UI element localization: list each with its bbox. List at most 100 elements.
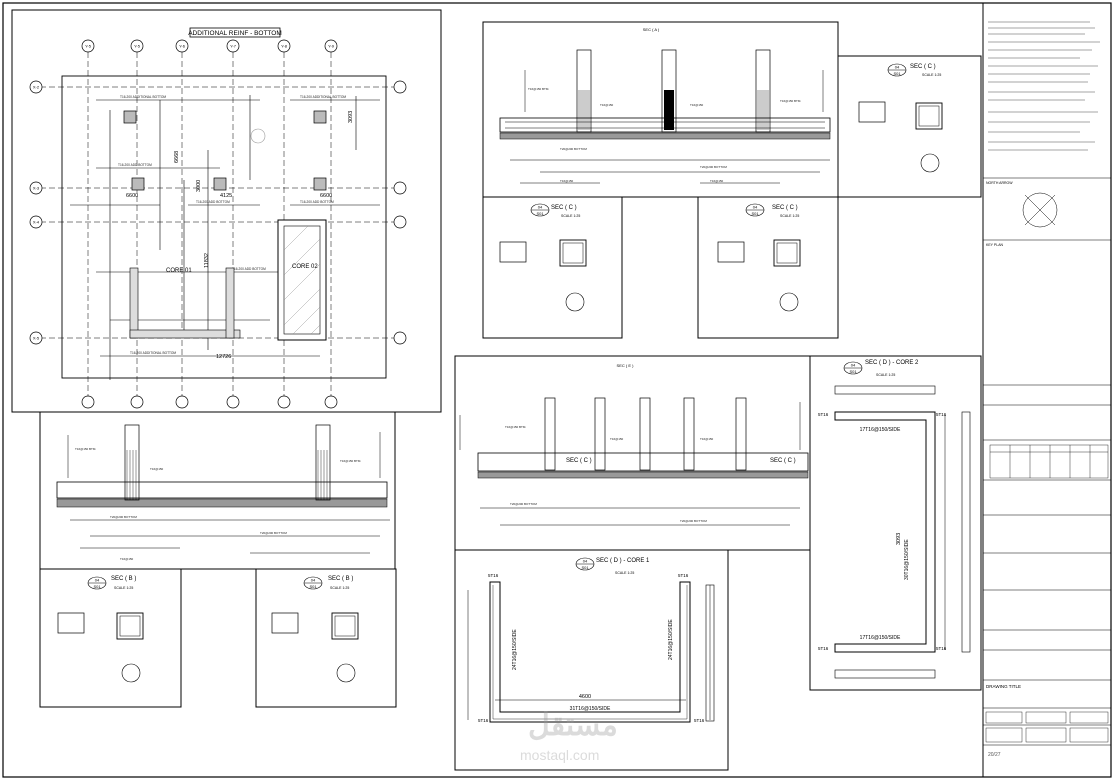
sec-c-detail-2: 04 S01 SEC ( C ) SCALE 1:25 — [482, 196, 623, 339]
sec-b-title: SEC ( B ) — [328, 576, 353, 582]
svg-text:SCALE 1:25: SCALE 1:25 — [876, 373, 895, 377]
svg-text:T16-200 ADD BOTTOM: T16-200 ADD BOTTOM — [118, 163, 152, 167]
core2-bar-side: 30T16@150/SIDE — [904, 539, 910, 580]
core1-corner: 5T16 — [678, 573, 689, 578]
watermark-url: mostaql.com — [520, 747, 599, 763]
sec-c-title: SEC ( C ) — [910, 64, 936, 70]
dim-v1: 6668 — [174, 151, 180, 163]
core2-bar-bottom: 17T16@150/SIDE — [860, 635, 901, 641]
core1-corner: 5T16 — [694, 718, 705, 723]
sec-c-title: SEC ( C ) — [772, 205, 798, 211]
dim-v2: 3000 — [196, 180, 202, 192]
sec-d-core2-title: SEC ( D ) - CORE 2 — [865, 360, 919, 366]
core1-bar-side: 24T16@150/SIDE — [512, 629, 518, 670]
core1-corner: 5T16 — [488, 573, 499, 578]
watermark: مستقل mostaql.com — [520, 709, 618, 763]
svg-text:T16@150: T16@150 — [120, 557, 134, 561]
plan-title: ADDITIONAL REINF - BOTTOM — [188, 30, 282, 37]
svg-text:T16@150: T16@150 — [700, 437, 714, 441]
grid-label: Y-9 — [328, 44, 335, 49]
svg-text:T16@150: T16@150 — [560, 179, 574, 183]
elevation-left: T16@150 BTM. T16@150 T16@150 BTM. T20@200 … — [39, 411, 396, 570]
svg-text:S01: S01 — [309, 584, 317, 589]
sec-c-detail-1: 04 S01 SEC ( C ) SCALE 1:25 — [837, 55, 982, 198]
svg-text:SCALE 1:25: SCALE 1:25 — [330, 586, 349, 590]
svg-text:04: 04 — [311, 578, 316, 583]
svg-text:SCALE 1:25: SCALE 1:25 — [561, 214, 580, 218]
svg-text:S01: S01 — [93, 584, 101, 589]
core2-label: CORE 02 — [292, 264, 318, 270]
sec-c-tag: SEC ( C ) — [566, 458, 592, 464]
svg-text:04: 04 — [583, 559, 588, 564]
svg-text:S01: S01 — [893, 71, 901, 76]
svg-text:S01: S01 — [536, 211, 544, 216]
core1-bar-top: 31T16@150/SIDE — [570, 706, 611, 712]
svg-text:T16@150 BTM.: T16@150 BTM. — [780, 99, 801, 103]
grid-label: Y-7 — [230, 44, 237, 49]
north-arrow-label: NORTH ARROW — [986, 181, 1013, 185]
svg-text:T20@200 BOTTOM: T20@200 BOTTOM — [110, 515, 137, 519]
page-number: 20/27 — [988, 752, 1001, 758]
grid-label: Y-5 — [134, 44, 141, 49]
core1-dim: 4600 — [579, 694, 591, 700]
svg-text:T20@200 BOTTOM: T20@200 BOTTOM — [510, 502, 537, 506]
core2-bar-top: 17T16@150/SIDE — [860, 427, 901, 433]
svg-text:T20@200 BOTTOM: T20@200 BOTTOM — [680, 519, 707, 523]
svg-text:SEC ( A ): SEC ( A ) — [643, 27, 660, 32]
sec-d-core1: 04 S01 SEC ( D ) - CORE 1 SCALE 1:25 460… — [454, 549, 729, 771]
grid-label: X-3 — [33, 186, 40, 191]
core2-dim: 3093 — [896, 533, 902, 545]
grid-label: X-4 — [33, 220, 40, 225]
svg-text:T16@150: T16@150 — [690, 103, 704, 107]
svg-text:T16-200 ADD BOTTOM: T16-200 ADD BOTTOM — [232, 267, 266, 271]
sec-b-detail-1: 04 S01 SEC ( B ) SCALE 1:25 — [39, 568, 182, 708]
svg-text:04: 04 — [538, 205, 543, 210]
core1-corner: 5T16 — [478, 718, 489, 723]
dim-core: 11832 — [204, 253, 210, 268]
svg-text:T16-200 ADDITIONAL BOTTOM: T16-200 ADDITIONAL BOTTOM — [120, 95, 166, 99]
core1-label: CORE 01 — [166, 268, 192, 274]
svg-text:T16@150 BTM.: T16@150 BTM. — [340, 459, 361, 463]
svg-text:T20@200 BOTTOM: T20@200 BOTTOM — [700, 165, 727, 169]
sec-b-detail-2: 04 S01 SEC ( B ) SCALE 1:25 — [255, 568, 397, 708]
svg-text:S01: S01 — [849, 369, 857, 374]
sec-c-title: SEC ( C ) — [551, 205, 577, 211]
svg-text:T16@150: T16@150 — [150, 467, 164, 471]
grid-label: Y-6 — [179, 44, 186, 49]
svg-text:S01: S01 — [751, 211, 759, 216]
drawing-title-label: DRAWING TITLE — [986, 684, 1021, 689]
svg-text:T16@150: T16@150 — [600, 103, 614, 107]
dim-left: 6600 — [126, 193, 138, 199]
svg-text:T16@150 BTM.: T16@150 BTM. — [505, 425, 526, 429]
core1-bar-side: 24T16@150/SIDE — [668, 619, 674, 660]
plan-panel: ADDITIONAL REINF - BOTTOM — [11, 9, 442, 413]
dim-right: 6600 — [320, 193, 332, 199]
watermark-arabic: مستقل — [528, 709, 618, 742]
svg-text:04: 04 — [753, 205, 758, 210]
svg-text:T20@200 BOTTOM: T20@200 BOTTOM — [260, 531, 287, 535]
svg-text:04: 04 — [95, 578, 100, 583]
sec-b-title: SEC ( B ) — [111, 576, 136, 582]
svg-text:T16@150: T16@150 — [710, 179, 724, 183]
grid-label: X-5 — [33, 336, 40, 341]
grid-label: X-2 — [33, 85, 40, 90]
dim-bottom: 12726 — [216, 354, 231, 360]
svg-text:T16@150 BTM.: T16@150 BTM. — [528, 87, 549, 91]
title-block: NORTH ARROW KEY PLAN DRAWING TITLE 20/27 — [983, 21, 1111, 758]
core2-corner: 5T16 — [936, 412, 947, 417]
svg-text:T16-200 ADD BOTTOM: T16-200 ADD BOTTOM — [196, 200, 230, 204]
core2-corner: 5T16 — [818, 646, 829, 651]
svg-text:T16-200 ADDITIONAL BOTTOM: T16-200 ADDITIONAL BOTTOM — [130, 351, 176, 355]
core2-corner: 5T16 — [936, 646, 947, 651]
svg-text:04: 04 — [851, 363, 856, 368]
sec-c-tag: SEC ( C ) — [770, 458, 796, 464]
svg-text:S01: S01 — [581, 565, 589, 570]
svg-text:T16@150 BTM.: T16@150 BTM. — [75, 447, 96, 451]
svg-text:T16@150: T16@150 — [610, 437, 624, 441]
sec-c-detail-3: 04 S01 SEC ( C ) SCALE 1:25 — [697, 196, 839, 339]
svg-text:T16-200 ADDITIONAL BOTTOM: T16-200 ADDITIONAL BOTTOM — [300, 95, 346, 99]
